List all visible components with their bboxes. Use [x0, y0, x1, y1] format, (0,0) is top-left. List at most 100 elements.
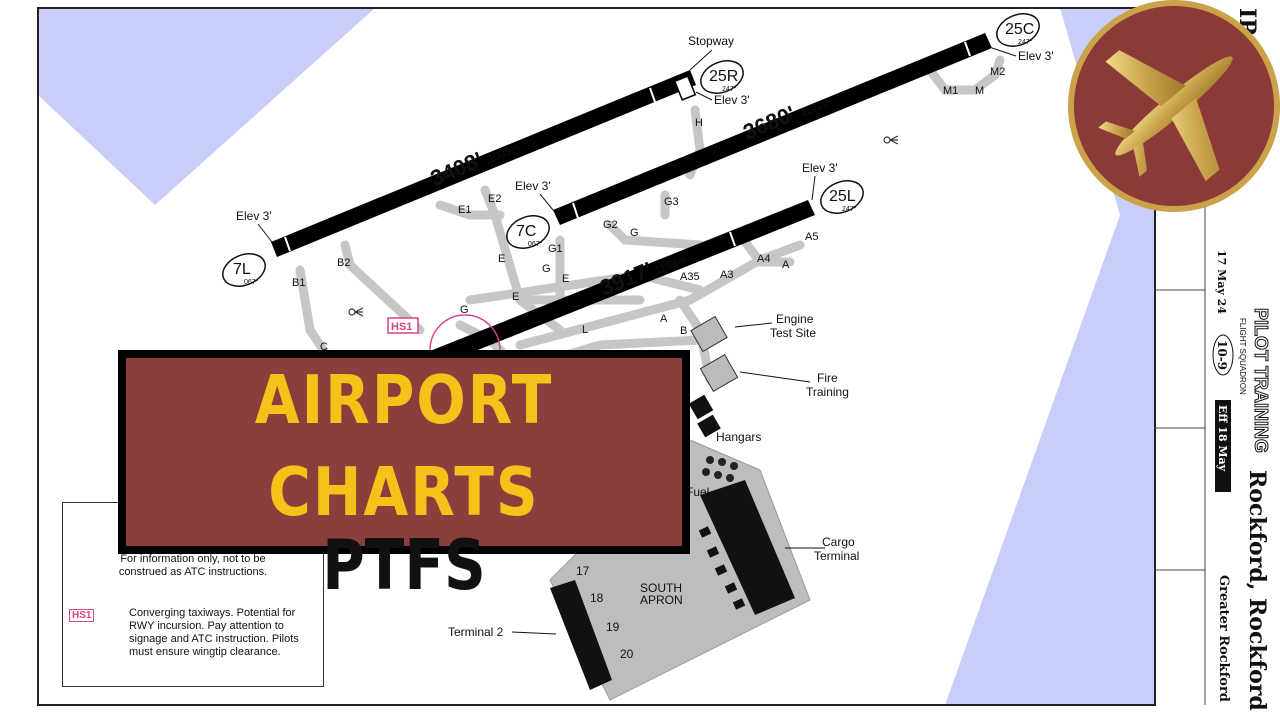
svg-text:G: G: [460, 304, 469, 316]
svg-text:247°: 247°: [1018, 38, 1033, 46]
stopway-label: Stopway: [688, 34, 734, 48]
airplane-icon: [1098, 50, 1233, 182]
runway-end-25R: 25R 247°: [700, 60, 744, 94]
gate-labels: 17 18 19 20: [576, 564, 634, 661]
svg-text:Elev 3': Elev 3': [515, 179, 551, 193]
svg-text:A35: A35: [680, 271, 700, 283]
svg-text:A: A: [660, 313, 668, 325]
hs1-note: Converging taxiways. Potential for RWY i…: [129, 607, 299, 658]
svg-text:247°: 247°: [842, 205, 857, 213]
svg-text:Elev 3': Elev 3': [1018, 49, 1054, 63]
sidebar-effective-date: Eff 18 May: [1215, 400, 1231, 492]
svg-text:C: C: [320, 341, 328, 353]
svg-text:PILOT TRAINING: PILOT TRAINING: [1251, 308, 1271, 453]
fuel-tanks: [702, 456, 738, 482]
svg-text:Hangars: Hangars: [716, 430, 761, 444]
svg-text:E1: E1: [458, 204, 471, 216]
svg-text:Terminal 2: Terminal 2: [448, 625, 504, 639]
runway-end-7C: 7C 067°: [506, 215, 550, 249]
engine-test-site: Engine Test Site: [690, 312, 816, 353]
svg-text:M1: M1: [943, 85, 958, 97]
svg-text:A5: A5: [805, 231, 818, 243]
runway-length-7L-25R: 3408': [427, 147, 487, 191]
south-apron-label-2: APRON: [640, 593, 683, 607]
hs1-note-tag: HS1: [69, 609, 95, 622]
svg-text:G2: G2: [603, 219, 618, 231]
sidebar-brand-sub: FLIGHT SQUADRON: [1238, 318, 1247, 395]
title-main: AIRPORT CHARTS: [254, 360, 554, 532]
runway-7R-25L: [420, 200, 815, 370]
svg-text:Test Site: Test Site: [770, 326, 816, 340]
svg-text:Engine: Engine: [776, 312, 814, 326]
svg-text:G: G: [542, 263, 551, 275]
svg-text:18: 18: [590, 591, 604, 605]
water-east: [945, 8, 1155, 705]
sidebar-chart-date: 17 May 24: [1215, 250, 1228, 314]
cargo-terminal: Cargo Terminal: [785, 535, 859, 563]
svg-text:Elev 3': Elev 3': [236, 209, 272, 223]
title-banner: AIRPORT CHARTS PTFS: [118, 350, 690, 606]
svg-text:17 May 24: 17 May 24: [1215, 250, 1228, 314]
svg-text:Elev 3': Elev 3': [714, 93, 750, 107]
south-apron-label-1: SOUTH: [640, 581, 682, 595]
svg-text:B: B: [680, 325, 687, 337]
title-sub: PTFS: [322, 524, 486, 606]
cargo-terminal-building: [700, 480, 795, 615]
svg-text:M2: M2: [990, 66, 1005, 78]
svg-text:B1: B1: [292, 277, 305, 289]
sidebar-chart-number: 10-9: [1212, 334, 1234, 376]
svg-text:L: L: [582, 324, 588, 336]
svg-text:Terminal: Terminal: [814, 549, 859, 563]
svg-text:Cargo: Cargo: [822, 535, 855, 549]
terminal-2: Terminal 2: [448, 625, 557, 639]
svg-text:25R: 25R: [709, 68, 738, 85]
svg-text:25L: 25L: [829, 188, 856, 205]
svg-text:17: 17: [576, 564, 590, 578]
sidebar-airport-name: Rockford, Rockford: [1244, 470, 1270, 711]
runway-length-7R-25L: 3917': [596, 257, 656, 300]
svg-text:Training: Training: [806, 385, 849, 399]
elevation-labels: Elev 3' Elev 3' Elev 3' Elev 3' Elev 3' …: [236, 34, 1054, 243]
svg-text:B2: B2: [337, 257, 350, 269]
runway-end-25L: 25L 247°: [820, 180, 864, 214]
svg-text:E: E: [512, 291, 519, 303]
runway-7L-25R: [271, 70, 696, 257]
windsock-icon: [883, 135, 899, 145]
hangars: Hangars: [688, 394, 761, 444]
brand-logo-inner: [1074, 6, 1274, 206]
sidebar-brand: PILOT TRAINING: [1251, 308, 1272, 454]
runways: [271, 33, 992, 370]
svg-text:M: M: [975, 85, 984, 97]
svg-text:Rockford, Rockford: Rockford, Rockford: [1244, 470, 1270, 711]
svg-text:067°: 067°: [528, 240, 543, 248]
svg-text:Elev 3': Elev 3': [802, 161, 838, 175]
svg-text:H: H: [695, 117, 703, 129]
svg-text:HS1: HS1: [391, 321, 412, 333]
taxiway-labels: B1 B2 E1 E2 E G1 G2 G3 G H M1 M M2 A5 A4…: [292, 66, 1005, 625]
svg-text:7L: 7L: [233, 261, 251, 278]
svg-text:Eff 18 May: Eff 18 May: [1216, 405, 1229, 472]
svg-text:067°: 067°: [244, 278, 259, 286]
svg-text:Fire: Fire: [817, 371, 838, 385]
svg-text:FLIGHT SQUADRON: FLIGHT SQUADRON: [1238, 318, 1247, 395]
svg-text:20: 20: [620, 647, 634, 661]
brand-logo: [1068, 0, 1280, 212]
svg-text:E2: E2: [488, 193, 501, 205]
apron-stands: [698, 526, 746, 610]
svg-text:19: 19: [606, 620, 620, 634]
svg-text:E: E: [498, 253, 505, 265]
runway-7C-25C: [553, 33, 992, 225]
sidebar-region: Greater Rockford: [1216, 575, 1231, 702]
svg-text:A: A: [782, 259, 790, 271]
water-northwest: [38, 8, 375, 205]
runway-end-7L: 7L 067°: [222, 253, 266, 287]
svg-text:E: E: [562, 273, 569, 285]
terminal-2-building: [550, 580, 612, 690]
windsock-icon: [348, 307, 364, 317]
svg-text:10-9: 10-9: [1215, 340, 1229, 370]
fire-training: Fire Training: [699, 354, 849, 399]
svg-text:247°: 247°: [722, 85, 737, 93]
svg-text:A4: A4: [757, 253, 770, 265]
